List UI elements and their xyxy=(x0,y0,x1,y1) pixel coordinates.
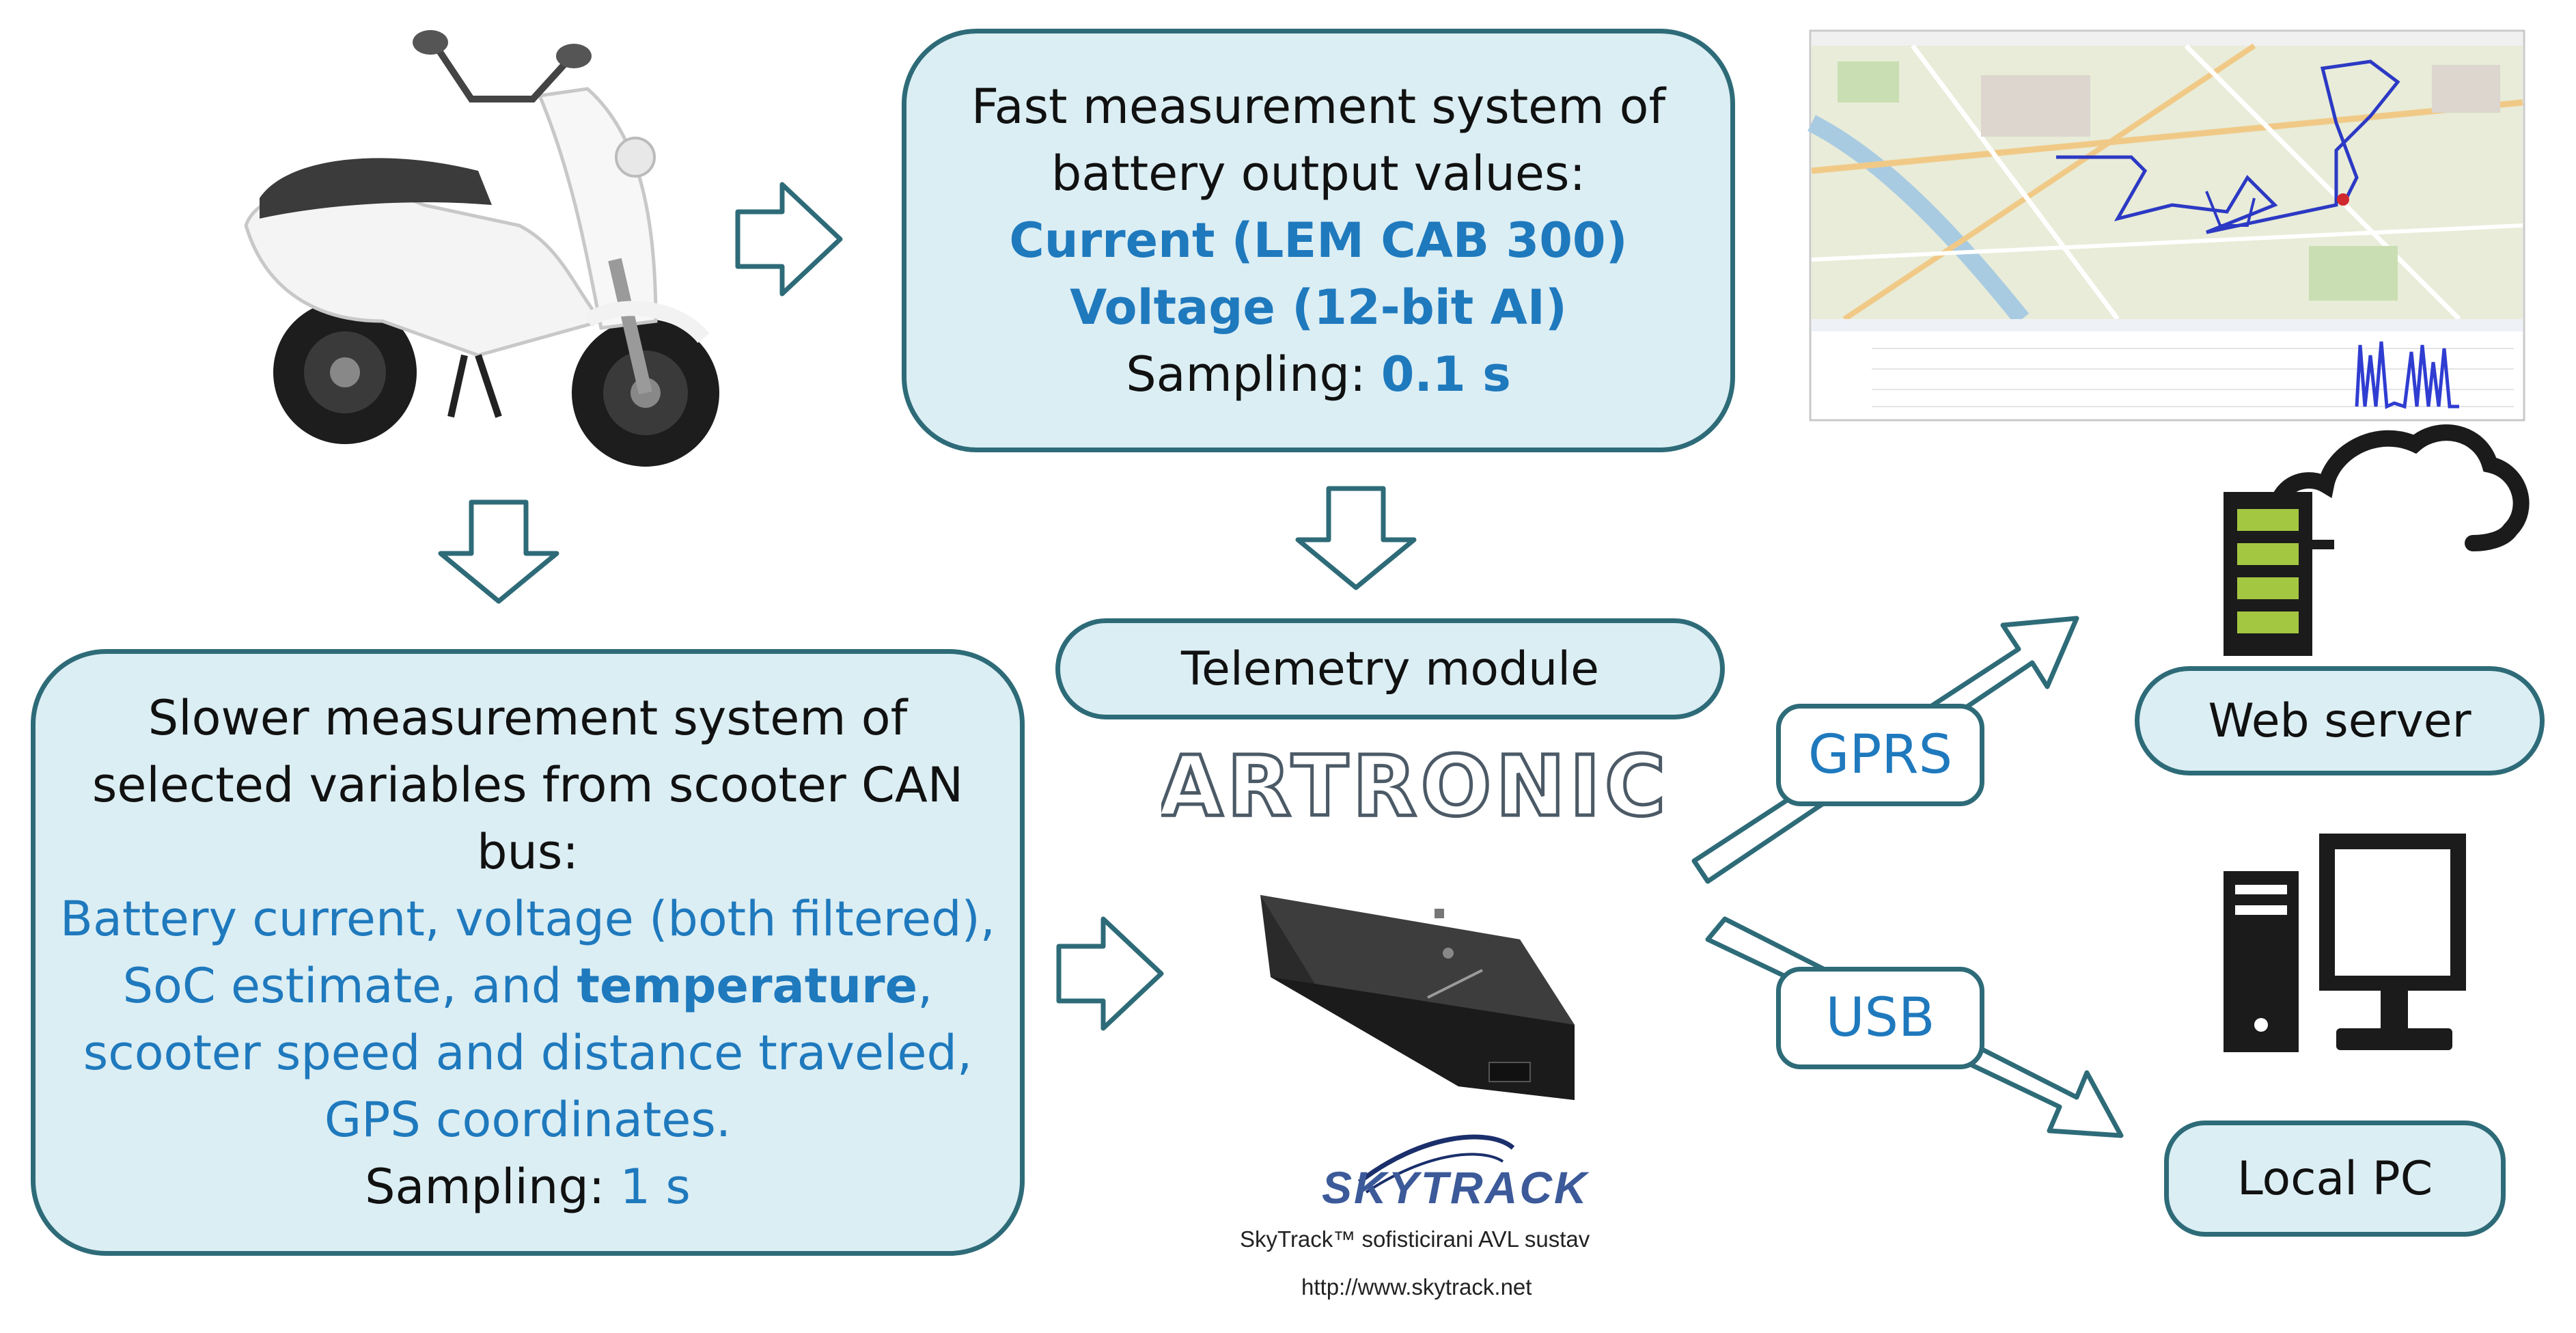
usb-tag: USB xyxy=(1776,967,1984,1069)
slow-line6: scooter speed and distance traveled, xyxy=(83,1025,973,1081)
slow-sampling: Sampling: 1 s xyxy=(365,1153,691,1220)
artronic-logo: ARTRONIC xyxy=(1161,741,1667,830)
telemetry-device-image xyxy=(1260,895,1575,1100)
fast-line1: Fast measurement system of xyxy=(971,79,1666,135)
slow-line2: selected variables from scooter CAN xyxy=(92,757,964,813)
slow-line5-pre: SoC estimate, and xyxy=(122,958,577,1014)
fast-voltage: Voltage (12-bit AI) xyxy=(1070,279,1567,335)
slow-line5-bold: temperature xyxy=(577,958,918,1014)
skytrack-url: http://www.skytrack.net xyxy=(1301,1274,1532,1300)
cloud-server-icon xyxy=(2224,424,2530,656)
slow-line7: GPS coordinates. xyxy=(324,1092,732,1148)
arrow-right-to-device xyxy=(1056,916,1164,1031)
telemetry-module-label: Telemetry module xyxy=(1055,618,1725,719)
skytrack-logo-text: SKYTRACK xyxy=(1322,1162,1589,1213)
fast-sampling-label: Sampling: xyxy=(1126,346,1381,402)
fast-sampling: Sampling: 0.1 s xyxy=(1126,341,1511,408)
arrow-right-to-fast xyxy=(735,182,843,297)
slow-line4: Battery current, voltage (both filtered)… xyxy=(59,891,996,947)
map-screenshot xyxy=(1808,29,2525,422)
slow-sampling-label: Sampling: xyxy=(365,1159,620,1215)
slow-line3: bus: xyxy=(477,824,579,880)
fast-current: Current (LEM CAB 300) xyxy=(1009,212,1628,269)
arrow-down-from-fast xyxy=(1295,486,1417,590)
fast-measurement-box: Fast measurement system of battery outpu… xyxy=(902,29,1735,452)
gprs-tag: GPRS xyxy=(1776,704,1984,806)
slow-sampling-value: 1 s xyxy=(620,1159,691,1215)
local-pc-label: Local PC xyxy=(2164,1121,2506,1237)
skytrack-logo-icon xyxy=(1357,1134,1515,1194)
slow-line1: Slower measurement system of xyxy=(148,690,908,746)
fast-line2: battery output values: xyxy=(1051,146,1586,202)
scooter-image xyxy=(244,30,719,467)
skytrack-caption: SkyTrack™ sofisticirani AVL sustav xyxy=(1240,1226,1590,1252)
slow-line5-post: , xyxy=(917,958,933,1014)
arrow-down-from-scooter xyxy=(438,499,559,604)
slow-line5: SoC estimate, and temperature, xyxy=(123,952,933,1019)
artronic-logo-text: ARTRONIC xyxy=(1161,741,1667,830)
web-server-label: Web server xyxy=(2135,666,2545,775)
desktop-pc-icon xyxy=(2224,834,2466,1052)
slow-measurement-box: Slower measurement system of selected va… xyxy=(31,649,1025,1256)
fast-sampling-value: 0.1 s xyxy=(1381,346,1511,402)
